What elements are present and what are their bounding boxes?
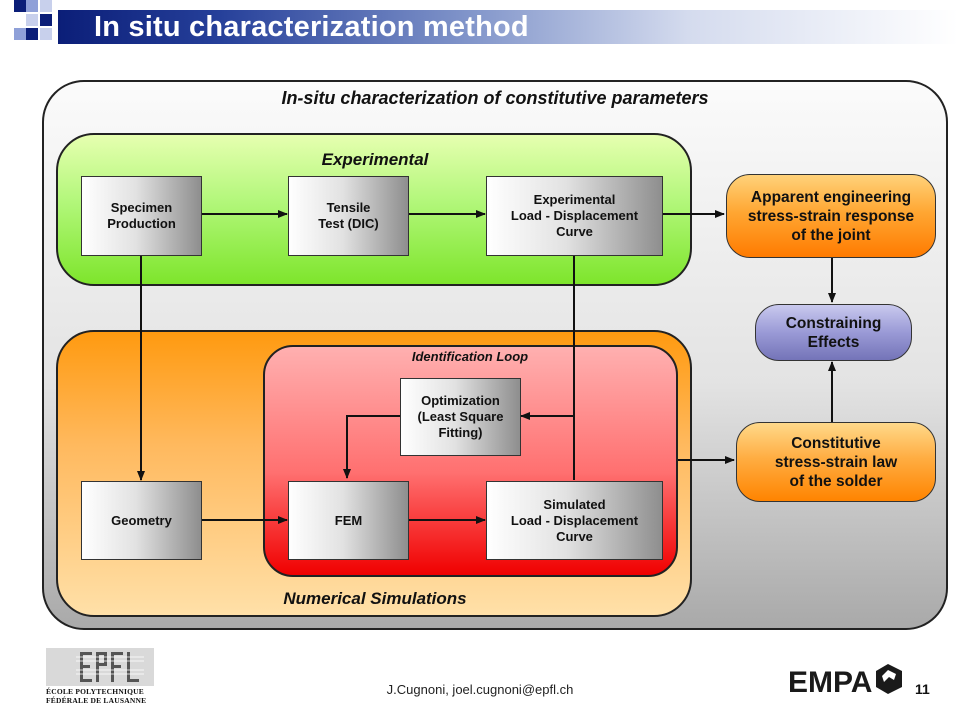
arrow-optimization-to-fem bbox=[343, 415, 400, 479]
loop-heading: Identification Loop bbox=[411, 349, 529, 364]
footer-contact: J.Cugnoni, joel.cugnoni@epfl.ch bbox=[386, 682, 574, 697]
apparent-response-pill: Apparent engineering stress-strain respo… bbox=[726, 174, 936, 258]
corner-decoration bbox=[0, 0, 60, 60]
epfl-caption-line1: ÉCOLE POLYTECHNIQUE bbox=[46, 687, 144, 696]
empa-logo: EMPA bbox=[788, 660, 908, 709]
empa-wordmark: EMPA bbox=[788, 666, 872, 699]
outer-heading: In-situ characterization of constitutive… bbox=[281, 88, 709, 108]
epfl-logo bbox=[46, 648, 154, 706]
tensile-test-box: Tensile Test (DIC) bbox=[288, 176, 409, 256]
geometry-box: Geometry bbox=[81, 481, 202, 560]
slide-title-bar: In situ characterization method bbox=[58, 10, 958, 44]
specimen-production-box: Specimen Production bbox=[81, 176, 202, 256]
constitutive-law-pill: Constitutive stress-strain law of the so… bbox=[736, 422, 936, 502]
empa-hexagon-icon bbox=[876, 664, 902, 694]
constraining-effects-pill: Constraining Effects bbox=[755, 304, 912, 361]
simulated-curve-box: Simulated Load - Displacement Curve bbox=[486, 481, 663, 560]
experimental-curve-box: Experimental Load - Displacement Curve bbox=[486, 176, 663, 256]
optimization-box: Optimization (Least Square Fitting) bbox=[400, 378, 521, 456]
epfl-caption-line2: FÉDÉRALE DE LAUSANNE bbox=[46, 696, 147, 705]
fem-box: FEM bbox=[288, 481, 409, 560]
numerical-heading: Numerical Simulations bbox=[283, 589, 467, 608]
experimental-heading: Experimental bbox=[321, 150, 429, 169]
slide-title: In situ characterization method bbox=[94, 11, 529, 43]
page-number: 11 bbox=[915, 681, 930, 697]
